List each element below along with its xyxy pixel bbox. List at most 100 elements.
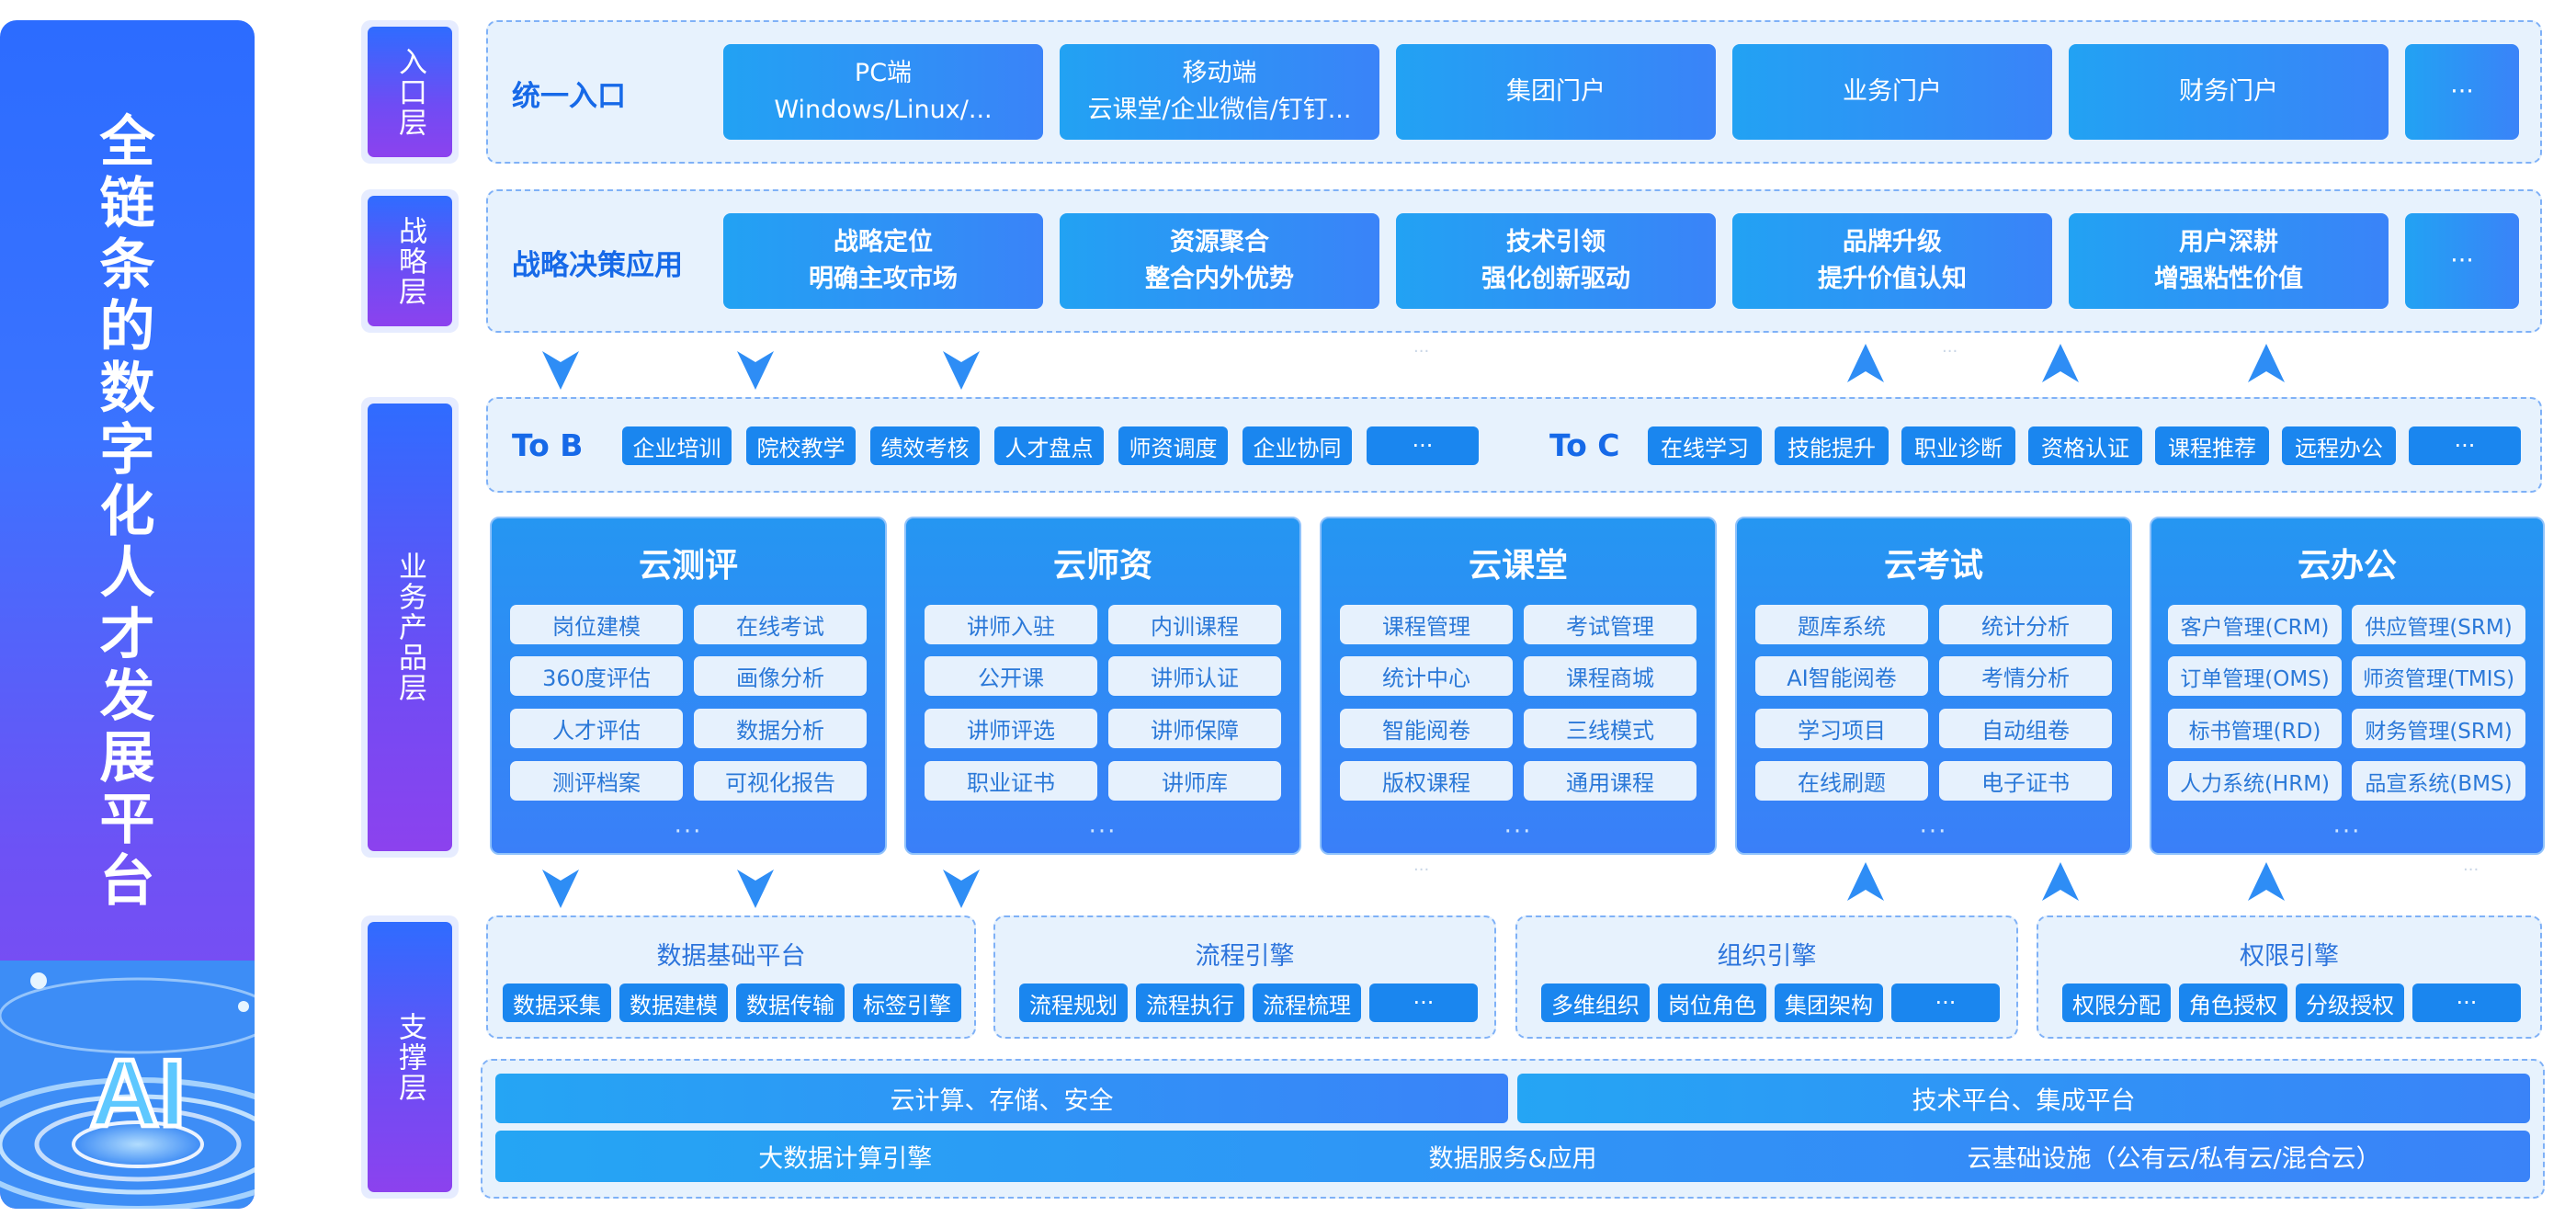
tob-chip[interactable]: 绩效考核 [870,426,980,465]
card-item[interactable]: 在线刷题 [1755,761,1928,801]
support-process-engine: 流程引擎 流程规划 流程执行 流程梳理 ··· [993,915,1496,1039]
tob-chip[interactable]: 人才盘点 [994,426,1104,465]
card-item[interactable]: 公开课 [925,656,1097,696]
support-chip[interactable]: 多维组织 [1541,984,1650,1022]
support-chip[interactable]: 集团架构 [1775,984,1883,1022]
support-more-chip[interactable]: ··· [2412,984,2521,1022]
strategy-brand-button[interactable]: 品牌升级提升价值认知 [1732,213,2052,309]
entry-more-button[interactable]: ··· [2405,44,2519,140]
card-item[interactable]: 人力系统(HRM) [2168,761,2342,801]
toc-chip[interactable]: 技能提升 [1775,426,1889,465]
card-item[interactable]: 通用课程 [1524,761,1697,801]
support-chip[interactable]: 数据传输 [736,984,845,1022]
tob-chip[interactable]: 师资调度 [1118,426,1228,465]
entry-group-portal-button[interactable]: 集团门户 [1396,44,1716,140]
card-item[interactable]: 职业证书 [925,761,1097,801]
ai-logo-text: AI [90,1040,186,1147]
support-chip[interactable]: 岗位角色 [1658,984,1766,1022]
card-item[interactable]: 订单管理(OMS) [2168,656,2342,696]
product-card-teachers[interactable]: 云师资 讲师入驻 内训课程 公开课 讲师认证 讲师评选 讲师保障 职业证书 讲师… [904,517,1301,855]
support-chip[interactable]: 分级授权 [2296,984,2404,1022]
tob-chip[interactable]: 企业培训 [622,426,732,465]
card-item[interactable]: 讲师评选 [925,709,1097,748]
card-item[interactable]: 统计分析 [1939,605,2112,644]
support-more-chip[interactable]: ··· [1369,984,1478,1022]
toc-chip[interactable]: 在线学习 [1648,426,1762,465]
strategy-tech-button[interactable]: 技术引领强化创新驱动 [1396,213,1716,309]
card-item[interactable]: 内训课程 [1108,605,1281,644]
arrow-up-icon [2248,344,2285,382]
card-item[interactable]: 电子证书 [1939,761,2112,801]
toc-chip[interactable]: 远程办公 [2282,426,2396,465]
card-item[interactable]: 讲师库 [1108,761,1281,801]
card-item[interactable]: 题库系统 [1755,605,1928,644]
card-item[interactable]: 课程商城 [1524,656,1697,696]
card-item[interactable]: 供应管理(SRM) [2352,605,2525,644]
tob-chip[interactable]: 企业协同 [1243,426,1352,465]
card-item[interactable]: 师资管理(TMIS) [2352,656,2525,696]
card-item[interactable]: 考情分析 [1939,656,2112,696]
card-item[interactable]: 版权课程 [1340,761,1513,801]
card-item[interactable]: 三线模式 [1524,709,1697,748]
support-more-chip[interactable]: ··· [1891,984,2000,1022]
product-card-assessment[interactable]: 云测评 岗位建模 在线考试 360度评估 画像分析 人才评估 数据分析 测评档案… [490,517,887,855]
infra-label: 数据服务&应用 [1428,1144,1597,1174]
card-item[interactable]: 学习项目 [1755,709,1928,748]
card-item[interactable]: 考试管理 [1524,605,1697,644]
support-chip[interactable]: 流程规划 [1019,984,1128,1022]
product-card-exam[interactable]: 云考试 题库系统 统计分析 AI智能阅卷 考情分析 学习项目 自动组卷 在线刷题… [1735,517,2132,855]
support-chip[interactable]: 数据采集 [503,984,611,1022]
card-item[interactable]: 标书管理(RD) [2168,709,2342,748]
entry-business-portal-button[interactable]: 业务门户 [1732,44,2052,140]
card-item[interactable]: 自动组卷 [1939,709,2112,748]
card-item[interactable]: 数据分析 [694,709,867,748]
card-item[interactable]: 在线考试 [694,605,867,644]
tob-more-chip[interactable]: ··· [1367,426,1479,465]
card-item[interactable]: 画像分析 [694,656,867,696]
support-chip[interactable]: 数据建模 [619,984,728,1022]
toc-chip[interactable]: 课程推荐 [2155,426,2269,465]
strategy-more-button[interactable]: ··· [2405,213,2519,309]
toc-more-chip[interactable]: ··· [2409,426,2521,465]
card-item[interactable]: 可视化报告 [694,761,867,801]
card-item[interactable]: AI智能阅卷 [1755,656,1928,696]
product-card-office[interactable]: 云办公 客户管理(CRM) 供应管理(SRM) 订单管理(OMS) 师资管理(T… [2150,517,2545,855]
card-item[interactable]: 讲师入驻 [925,605,1097,644]
tob-chip[interactable]: 院校教学 [746,426,856,465]
support-chip[interactable]: 角色授权 [2179,984,2287,1022]
support-org-engine: 组织引擎 多维组织 岗位角色 集团架构 ··· [1515,915,2018,1039]
card-item[interactable]: 客户管理(CRM) [2168,605,2342,644]
card-item[interactable]: 人才评估 [510,709,683,748]
toc-chip[interactable]: 职业诊断 [1901,426,2015,465]
audience-panel: To B 企业培训 院校教学 绩效考核 人才盘点 师资调度 企业协同 ··· T… [486,397,2542,493]
product-card-classroom[interactable]: 云课堂 课程管理 考试管理 统计中心 课程商城 智能阅卷 三线模式 版权课程 通… [1320,517,1717,855]
card-more: ··· [1088,818,1118,846]
card-item[interactable]: 统计中心 [1340,656,1513,696]
strategy-title: 战略决策应用 [512,249,683,282]
card-item[interactable]: 品宣系统(BMS) [2352,761,2525,801]
infra-foundation-bar: 大数据计算引擎 数据服务&应用 云基础设施（公有云/私有云/混合云） [495,1131,2530,1182]
strategy-resource-button[interactable]: 资源聚合整合内外优势 [1060,213,1379,309]
support-chip[interactable]: 标签引擎 [853,984,961,1022]
card-item[interactable]: 讲师保障 [1108,709,1281,748]
entry-finance-portal-button[interactable]: 财务门户 [2069,44,2389,140]
support-title: 数据基础平台 [656,942,806,971]
strategy-positioning-button[interactable]: 战略定位明确主攻市场 [723,213,1043,309]
strategy-user-button[interactable]: 用户深耕增强粘性价值 [2069,213,2389,309]
card-item[interactable]: 360度评估 [510,656,683,696]
toc-chip[interactable]: 资格认证 [2028,426,2142,465]
card-item[interactable]: 测评档案 [510,761,683,801]
card-item[interactable]: 讲师认证 [1108,656,1281,696]
divider-dots: ··· [1413,860,1430,880]
support-chip[interactable]: 流程执行 [1136,984,1244,1022]
entry-mobile-button[interactable]: 移动端云课堂/企业微信/钉钉... [1060,44,1379,140]
support-chip[interactable]: 权限分配 [2062,984,2171,1022]
card-item[interactable]: 课程管理 [1340,605,1513,644]
divider-dots: ··· [1413,342,1430,361]
arrow-down-icon [542,870,579,908]
card-item[interactable]: 智能阅卷 [1340,709,1513,748]
card-item[interactable]: 财务管理(SRM) [2352,709,2525,748]
card-item[interactable]: 岗位建模 [510,605,683,644]
support-chip[interactable]: 流程梳理 [1253,984,1361,1022]
